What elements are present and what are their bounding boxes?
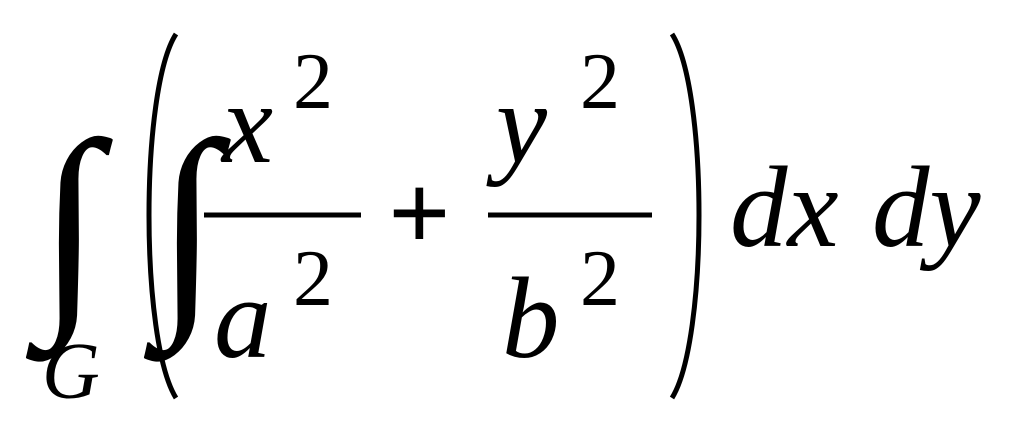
term1-denominator-var: a xyxy=(214,255,272,382)
term2-denominator-var: b xyxy=(502,255,560,382)
term1-numerator-exponent: 2 xyxy=(293,38,333,126)
differential-dx: dx xyxy=(730,144,839,271)
term2-numerator-exponent: 2 xyxy=(580,38,620,126)
term2-denominator-exponent: 2 xyxy=(580,235,620,323)
term1-numerator-var: x xyxy=(220,60,273,187)
plus-operator: + xyxy=(388,152,451,274)
term1-denominator-exponent: 2 xyxy=(293,235,333,323)
differential-dy: dy xyxy=(872,144,982,271)
left-parenthesis xyxy=(146,32,179,400)
inner-integral-sign: ∫ xyxy=(143,95,231,362)
term2-numerator-var: y xyxy=(486,60,548,187)
right-parenthesis xyxy=(669,32,702,400)
region-subscript: G xyxy=(42,328,100,416)
outer-integral-sign: ∫ xyxy=(25,95,113,362)
